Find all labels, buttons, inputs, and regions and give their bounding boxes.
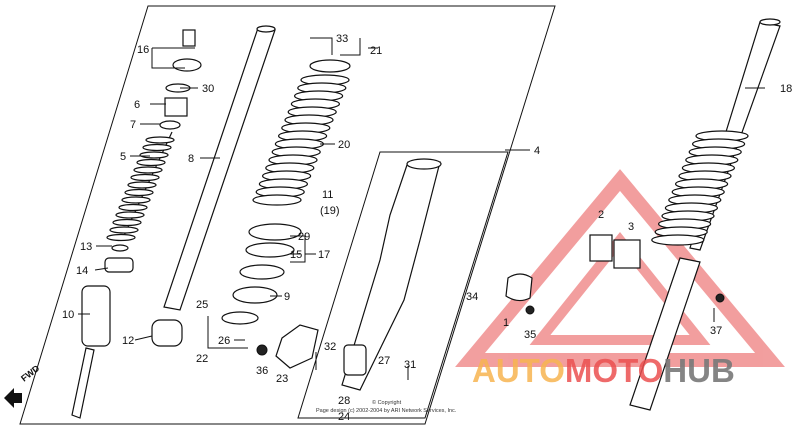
slide-bushing bbox=[151, 319, 183, 347]
spring-coil bbox=[127, 181, 157, 189]
leader-lines bbox=[78, 37, 765, 380]
copyright-line-2: Page design (c) 2002-2004 by ARI Network… bbox=[316, 408, 457, 414]
part-label-12: 12 bbox=[122, 335, 134, 347]
part-label-25: 25 bbox=[196, 299, 208, 311]
spring-coil bbox=[130, 173, 160, 182]
part-label-32: 32 bbox=[324, 341, 336, 353]
boot-ring bbox=[651, 234, 705, 246]
part-label-34: 34 bbox=[466, 291, 478, 303]
part-label-24: 24 bbox=[338, 411, 350, 423]
part-label-5: 5 bbox=[120, 151, 126, 163]
boot-ring bbox=[252, 194, 302, 206]
clamp-1 bbox=[505, 273, 533, 302]
part-label-7: 7 bbox=[130, 119, 136, 131]
watermark-logo bbox=[455, 169, 785, 367]
fwd-label: FWD bbox=[19, 363, 42, 384]
stopper-ring bbox=[239, 264, 285, 280]
part-label-16: 16 bbox=[137, 44, 149, 56]
fork-tube bbox=[163, 25, 276, 311]
spring-coil bbox=[133, 166, 163, 174]
part-label-26: 26 bbox=[218, 335, 230, 347]
part-label-30: 30 bbox=[202, 83, 214, 95]
part-label-36: 36 bbox=[256, 365, 268, 377]
spring-coil bbox=[145, 136, 175, 144]
complete-fork-leg bbox=[629, 18, 781, 411]
fwd-indicator: FWD bbox=[4, 363, 42, 408]
damper-rod-assembly bbox=[71, 29, 202, 419]
dust-boot bbox=[252, 59, 351, 206]
oil-seal bbox=[248, 223, 302, 241]
part-label-28: 28 bbox=[338, 395, 350, 407]
part-label-35: 35 bbox=[524, 329, 536, 341]
assembly-outline bbox=[19, 5, 556, 425]
part-label-2: 2 bbox=[598, 209, 604, 221]
part-label-27: 27 bbox=[378, 355, 390, 367]
part-label-20: 20 bbox=[338, 139, 350, 151]
part-label-15: 15 bbox=[290, 249, 302, 261]
watermark-part-3: HUB bbox=[663, 352, 735, 389]
spring-coil bbox=[115, 211, 145, 219]
watermark-part-1: AUTO bbox=[472, 352, 565, 389]
spring-coil bbox=[109, 226, 139, 234]
spring-coil bbox=[106, 233, 136, 242]
part-label-19: (19) bbox=[320, 205, 340, 217]
part-label-37: 37 bbox=[710, 325, 722, 337]
spring-coil bbox=[136, 158, 166, 167]
spring-coil bbox=[112, 218, 142, 227]
part-label-18: 18 bbox=[780, 83, 792, 95]
part-label-13: 13 bbox=[80, 241, 92, 253]
part-label-23: 23 bbox=[276, 373, 288, 385]
bracket-3 bbox=[613, 239, 641, 269]
part-label-6: 6 bbox=[134, 99, 140, 111]
dust-seal-clip bbox=[221, 311, 259, 325]
part-label-1: 1 bbox=[503, 317, 509, 329]
axle-holder bbox=[275, 324, 319, 369]
part-label-9: 9 bbox=[284, 291, 290, 303]
copyright-line-1: © Copyright bbox=[372, 399, 402, 406]
part-label-11: 11 bbox=[322, 189, 333, 201]
part-label-22: 22 bbox=[196, 353, 208, 365]
bracket-2 bbox=[589, 234, 613, 262]
spring-coil bbox=[124, 188, 154, 197]
part-label-29: 29 bbox=[298, 231, 310, 243]
part-label-21: 21 bbox=[370, 45, 382, 57]
part-label-33: 33 bbox=[336, 33, 348, 45]
spring-coil bbox=[142, 143, 172, 152]
watermark-brand: AUTOMOTOHUB bbox=[472, 352, 735, 390]
spring-coil bbox=[121, 196, 151, 204]
part-label-8: 8 bbox=[188, 153, 194, 165]
spring-coil bbox=[118, 203, 148, 212]
slide-ring bbox=[232, 286, 278, 304]
part-label-17: 17 bbox=[318, 249, 330, 261]
part-label-14: 14 bbox=[76, 265, 88, 277]
lower-fork-outline bbox=[297, 151, 509, 419]
watermark-part-2: MOTO bbox=[564, 352, 664, 389]
part-label-10: 10 bbox=[62, 309, 74, 321]
back-up-ring bbox=[245, 242, 295, 258]
part-label-3: 3 bbox=[628, 221, 634, 233]
part-label-31: 31 bbox=[404, 359, 416, 371]
part-label-4: 4 bbox=[534, 145, 540, 157]
fwd-arrow-icon bbox=[4, 388, 22, 408]
fork-slider bbox=[341, 158, 442, 391]
spring-coil bbox=[139, 151, 169, 159]
